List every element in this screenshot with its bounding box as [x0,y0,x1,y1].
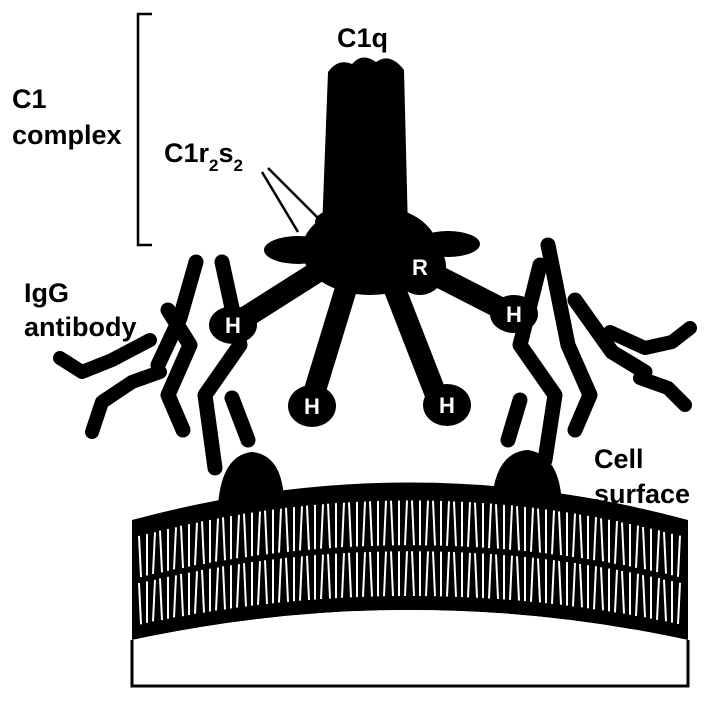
label-c1r2s2-mid: s [219,138,234,168]
antigen-bump-left [218,452,284,505]
label-c1-complex-line2: complex [12,120,122,150]
label-c1r2s2-sub1: 2 [209,156,218,175]
arm-right-lower [392,282,438,400]
head-right-lower-label: H [439,393,455,418]
cell-membrane [132,483,688,687]
igg-right-heavy-chain-b [508,400,520,440]
igg-right-heavy-chain-a [520,265,555,460]
label-c1r2s2-sub2: 2 [234,156,243,175]
igg-free-right-upper [610,328,690,348]
arm-left-lower [312,282,348,400]
label-c1r2s2: C1r2s2 [164,138,243,175]
label-c1r2s2-prefix: C1r [164,138,210,168]
label-igg-line1: IgG [24,278,69,308]
label-c1-complex-line1: C1 [12,84,47,114]
bracket-line [138,14,152,245]
head-left-lower-label: H [304,394,320,419]
c1r2s2-pointers [262,168,318,232]
c1r2s2-lobe-top [315,210,355,234]
igg-free-left-upper [60,340,150,372]
r-domain-label: R [412,255,428,280]
c1r2s2-lobe-left [264,236,332,264]
label-igg-line2: antibody [24,312,137,342]
igg-left-heavy-chain-a [205,262,240,468]
igg-free-right-lower [640,378,685,405]
c1q-stalk [322,57,408,230]
head-left-upper-label: H [225,313,241,338]
label-cell-line2: surface [594,479,690,509]
igg-left-heavy-chain-b [232,398,248,440]
igg-antibody-right-bound [508,245,645,460]
igg-antibody-left-free [60,340,160,432]
c1-complex-bracket [138,14,152,245]
igg-free-left-lower [92,372,160,432]
c1q-bundle [322,57,408,230]
head-right-upper-label: H [506,302,522,327]
igg-antibody-left-bound [158,262,248,468]
label-cell-line1: Cell [594,444,644,474]
label-c1q: C1q [337,23,388,53]
